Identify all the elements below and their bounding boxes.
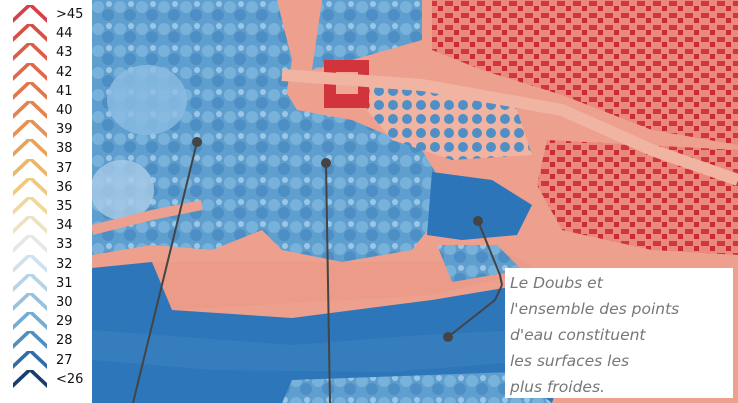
legend-label: <26 [56, 371, 84, 387]
legend-label: 27 [56, 352, 73, 368]
legend-chevron-icon [13, 139, 53, 158]
legend-chevron-icon [13, 293, 53, 312]
legend-label: 40 [56, 103, 73, 118]
river-reflection [92, 330, 542, 372]
legend-label: 41 [56, 83, 73, 99]
legend-entry: 40 [0, 101, 92, 120]
legend-entry: 30 [0, 293, 92, 312]
legend-label: 33 [56, 237, 73, 253]
legend-label: 36 [56, 179, 73, 195]
legend-chevron-icon [13, 235, 53, 254]
quay [152, 255, 538, 310]
legend-chevron-icon [13, 369, 53, 389]
legend-entry: 42 [0, 62, 92, 82]
legend-chevron-icon [13, 254, 53, 274]
legend-label: 28 [56, 333, 73, 349]
legend-label: >45 [56, 7, 84, 22]
legend-chevron-icon [13, 312, 53, 331]
shade-patch [107, 65, 187, 135]
legend-entry: >45 [0, 5, 92, 24]
legend-entry: 38 [0, 139, 92, 158]
annotation-line: d'eau constituent [510, 326, 646, 344]
legend-label: 32 [56, 256, 73, 272]
legend-entry: 27 [0, 350, 92, 370]
legend-entry: 39 [0, 120, 92, 139]
legend-entry: <26 [0, 369, 92, 389]
legend-entry: 43 [0, 43, 92, 62]
legend-entry: 31 [0, 273, 92, 293]
legend-label: 30 [56, 295, 73, 310]
legend-chevron-icon [13, 24, 53, 43]
legend-chevron-icon [13, 120, 53, 139]
legend-label: 38 [56, 141, 73, 157]
street [281, 69, 738, 186]
legend-label: 29 [56, 314, 73, 330]
annotation-line: les surfaces les [510, 352, 630, 370]
legend-chevron-icon [13, 62, 53, 82]
legend-chevron-icon [13, 177, 53, 197]
legend-entry: 28 [0, 331, 92, 350]
annotation-line: plus froides. [510, 378, 605, 396]
annotation-line: l'ensemble des points [510, 300, 680, 318]
legend-chevron-icon [13, 273, 53, 293]
legend-entry: 44 [0, 24, 92, 43]
legend-label: 43 [56, 45, 73, 61]
legend-label: 42 [56, 64, 73, 80]
legend-chevron-icon [13, 158, 53, 178]
legend-entry: 36 [0, 177, 92, 197]
legend-label: 37 [56, 160, 73, 176]
temperature-legend: >45 44 43 42 41 40 39 38 37 36 35 34 33 32 31 30 29 28 27 <… [0, 0, 92, 403]
legend-chevron-icon [13, 216, 53, 235]
urban-roofs [432, 0, 738, 145]
legend-chevron-icon [13, 197, 53, 216]
annotation-line: Le Doubs et [510, 274, 603, 292]
annotation-box: Le Doubs et l'ensemble des points d'eau … [505, 268, 733, 398]
legend-entry: 35 [0, 197, 92, 216]
legend-entry: 33 [0, 235, 92, 254]
vegetation-center [207, 40, 452, 262]
legend-chevron-icon [13, 331, 53, 350]
legend-label: 35 [56, 199, 73, 214]
legend-chevron-icon [13, 43, 53, 62]
river-bank-vegetation [282, 372, 552, 403]
legend-chevron-icon [13, 350, 53, 370]
legend-chevron-icon [13, 81, 53, 101]
legend-entry: 32 [0, 254, 92, 274]
legend-entry: 34 [0, 216, 92, 235]
legend-label: 34 [56, 218, 73, 234]
shade-patch [92, 160, 154, 220]
vegetation-hill [312, 0, 422, 70]
legend-label: 39 [56, 122, 73, 138]
legend-entry: 29 [0, 312, 92, 331]
legend-chevron-icon [13, 5, 53, 24]
legend-label: 31 [56, 275, 73, 291]
legend-entry: 37 [0, 158, 92, 178]
legend-label: 44 [56, 26, 73, 42]
legend-chevron-icon [13, 101, 53, 120]
legend-entry: 41 [0, 81, 92, 101]
pond [427, 172, 532, 240]
